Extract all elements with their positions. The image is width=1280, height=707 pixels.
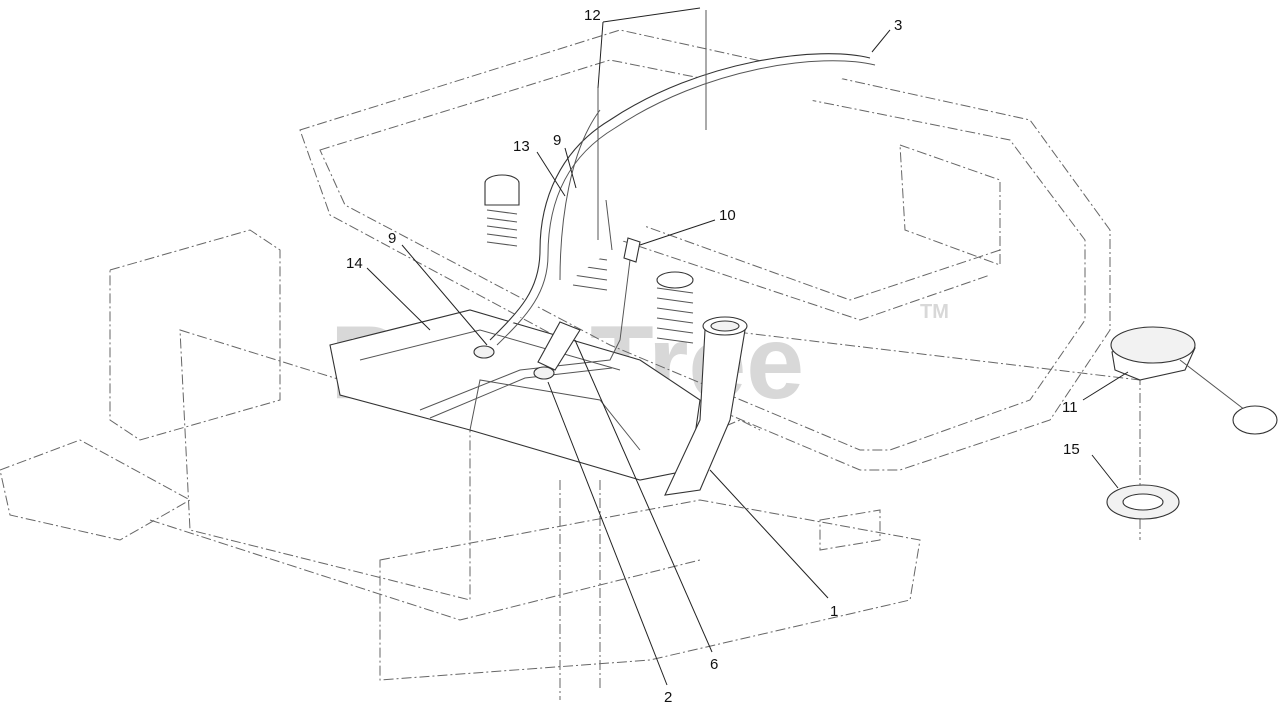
callout-11: 11	[1062, 399, 1078, 416]
spring-right	[656, 271, 694, 344]
callout-6: 6	[710, 656, 718, 673]
fuel-cap	[1110, 326, 1278, 435]
vent-hoses	[419, 10, 876, 419]
callout-15: 15	[1063, 441, 1080, 458]
clamp-bracket	[623, 237, 641, 263]
fitting-left	[473, 345, 495, 359]
leader-lines	[366, 7, 1129, 686]
fitting-center	[533, 366, 555, 380]
elbow-fitting	[537, 321, 581, 371]
callout-9-upper: 9	[553, 132, 561, 149]
callout-13: 13	[513, 138, 530, 155]
callout-3: 3	[894, 17, 902, 34]
spring-left	[484, 174, 520, 247]
callout-10: 10	[719, 207, 736, 224]
filler-neck	[664, 316, 748, 496]
gasket	[1106, 484, 1180, 520]
callout-1: 1	[830, 603, 838, 620]
fittings	[473, 237, 641, 380]
callout-12: 12	[584, 7, 601, 24]
callout-14: 14	[346, 255, 363, 272]
callout-2: 2	[664, 689, 672, 706]
watermark-trademark: TM	[920, 301, 949, 323]
callout-labels: 12 3 13 9 9 14 10 11 15 1 6 2	[346, 7, 1080, 706]
callout-9-lower: 9	[388, 230, 396, 247]
